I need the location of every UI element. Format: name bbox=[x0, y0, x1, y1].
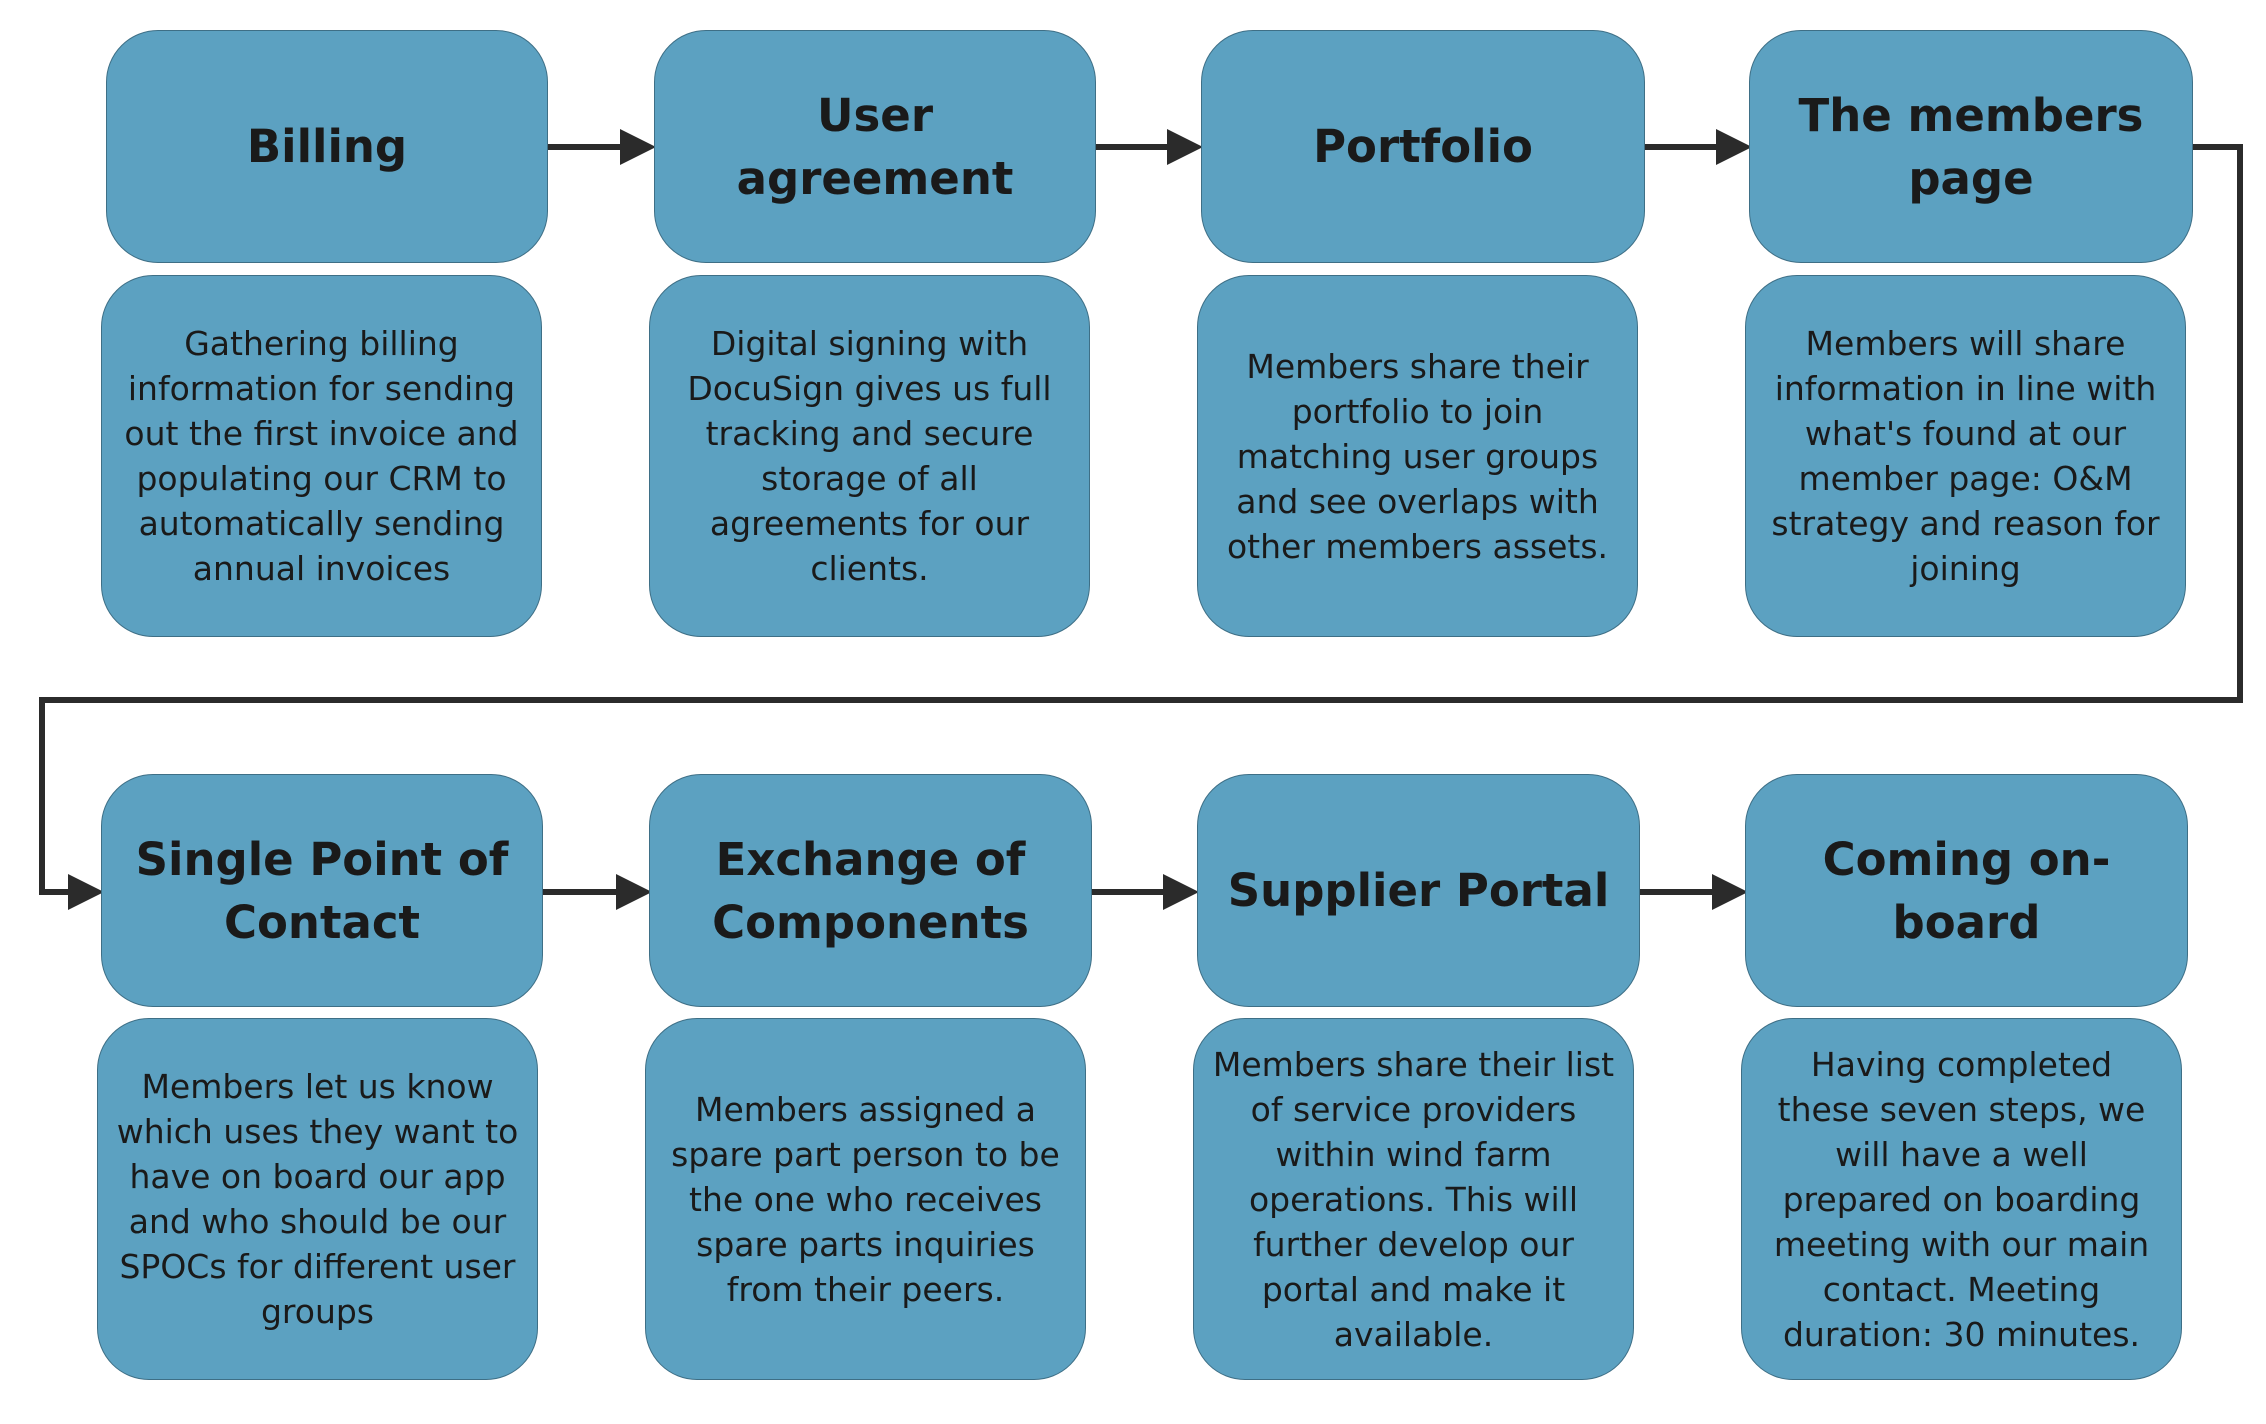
arrow-members-page-to-single-point bbox=[39, 144, 2243, 910]
step-description: Members share their list of service prov… bbox=[1212, 1044, 1615, 1354]
step-description: Digital signing with DocuSign gives us f… bbox=[687, 324, 1052, 588]
step-title: Single Point of Contact bbox=[135, 832, 509, 949]
step-coming-on-board-description-box: Having completed these seven steps, we w… bbox=[1741, 1018, 2182, 1380]
step-description: Members will share information in line w… bbox=[1771, 324, 2160, 588]
step-coming-on-board-title-box: Coming on-board bbox=[1745, 774, 2188, 1007]
step-title: Coming on-board bbox=[1822, 832, 2111, 949]
step-title: Portfolio bbox=[1313, 120, 1533, 173]
step-members-page-title-box: The members page bbox=[1749, 30, 2193, 263]
step-user-agreement-description-box: Digital signing with DocuSign gives us f… bbox=[649, 275, 1090, 637]
step-title: The members page bbox=[1798, 88, 2144, 205]
step-description: Gathering billing information for sendin… bbox=[124, 324, 519, 588]
step-billing-title-box: Billing bbox=[106, 30, 548, 263]
step-description: Members let us know which uses they want… bbox=[116, 1067, 519, 1331]
step-description: Members assigned a spare part person to … bbox=[671, 1089, 1060, 1309]
step-title: Billing bbox=[246, 120, 408, 173]
step-title: Supplier Portal bbox=[1227, 864, 1610, 917]
step-billing-description-box: Gathering billing information for sendin… bbox=[101, 275, 542, 637]
step-single-point-description-box: Members let us know which uses they want… bbox=[97, 1018, 538, 1380]
step-title: User agreement bbox=[736, 88, 1014, 205]
step-user-agreement-title-box: User agreement bbox=[654, 30, 1096, 263]
step-supplier-portal-description-box: Members share their list of service prov… bbox=[1193, 1018, 1634, 1380]
step-members-page-description-box: Members will share information in line w… bbox=[1745, 275, 2186, 637]
step-portfolio-title-box: Portfolio bbox=[1201, 30, 1645, 263]
step-exchange-description-box: Members assigned a spare part person to … bbox=[645, 1018, 1086, 1380]
step-description: Having completed these seven steps, we w… bbox=[1773, 1044, 2150, 1354]
step-single-point-title-box: Single Point of Contact bbox=[101, 774, 543, 1007]
step-supplier-portal-title-box: Supplier Portal bbox=[1197, 774, 1640, 1007]
step-description: Members share their portfolio to join ma… bbox=[1226, 346, 1609, 566]
step-title: Exchange of Components bbox=[712, 832, 1029, 949]
step-portfolio-description-box: Members share their portfolio to join ma… bbox=[1197, 275, 1638, 637]
step-exchange-title-box: Exchange of Components bbox=[649, 774, 1092, 1007]
